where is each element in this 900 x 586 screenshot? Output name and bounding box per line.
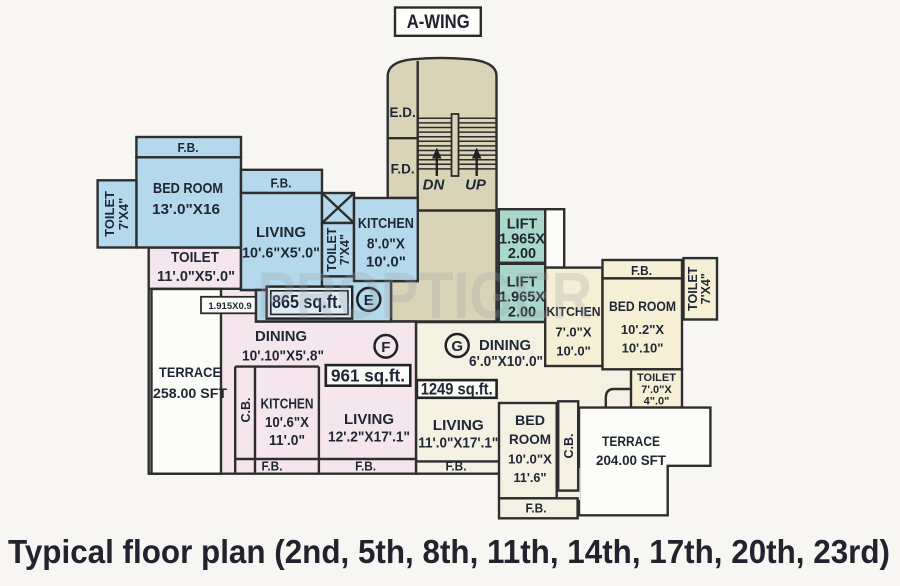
svg-text:TOILET: TOILET bbox=[325, 227, 339, 272]
svg-text:11'.6": 11'.6" bbox=[514, 470, 547, 485]
svg-text:TERRACE: TERRACE bbox=[159, 364, 221, 380]
svg-text:6'.0"X10'.0": 6'.0"X10'.0" bbox=[469, 354, 543, 370]
svg-text:LIFT: LIFT bbox=[507, 275, 538, 291]
svg-text:KITCHEN: KITCHEN bbox=[358, 216, 414, 232]
svg-text:4".0": 4".0" bbox=[644, 396, 670, 408]
svg-text:E.D.: E.D. bbox=[389, 105, 415, 120]
svg-text:F.B.: F.B. bbox=[526, 501, 547, 516]
svg-text:F.B.: F.B. bbox=[631, 263, 652, 278]
svg-text:TOILET: TOILET bbox=[637, 372, 676, 384]
svg-text:TOILET: TOILET bbox=[102, 191, 117, 237]
svg-text:11'.0"X5'.0": 11'.0"X5'.0" bbox=[157, 269, 235, 285]
svg-text:PROPTIGER: PROPTIGER bbox=[258, 258, 593, 332]
svg-text:204.00 SFT: 204.00 SFT bbox=[596, 453, 667, 468]
svg-text:BED ROOM: BED ROOM bbox=[153, 180, 223, 197]
svg-text:10'.0": 10'.0" bbox=[366, 255, 406, 271]
svg-text:LIVING: LIVING bbox=[344, 411, 394, 428]
svg-text:TOILET: TOILET bbox=[171, 250, 219, 266]
svg-text:10'.0": 10'.0" bbox=[556, 344, 591, 359]
svg-text:LIVING: LIVING bbox=[256, 224, 306, 241]
svg-text:8'.0"X: 8'.0"X bbox=[367, 237, 405, 253]
svg-text:865 sq.ft.: 865 sq.ft. bbox=[272, 292, 342, 312]
svg-text:KITCHEN: KITCHEN bbox=[547, 305, 601, 319]
svg-text:DN: DN bbox=[423, 177, 446, 194]
svg-text:F.B.: F.B. bbox=[271, 176, 292, 191]
svg-text:258.00 SFT: 258.00 SFT bbox=[153, 386, 228, 401]
svg-text:7'.0"X: 7'.0"X bbox=[556, 325, 592, 340]
svg-text:10'.10": 10'.10" bbox=[622, 341, 664, 356]
svg-text:DINING: DINING bbox=[255, 328, 307, 345]
svg-text:10'.6"X5'.0": 10'.6"X5'.0" bbox=[242, 246, 320, 262]
svg-text:11'.0": 11'.0" bbox=[269, 433, 305, 449]
svg-text:C.B.: C.B. bbox=[239, 398, 253, 423]
svg-text:F: F bbox=[381, 339, 390, 356]
svg-text:F.D.: F.D. bbox=[391, 162, 415, 177]
svg-text:1.915X0.9: 1.915X0.9 bbox=[208, 301, 251, 312]
svg-text:G: G bbox=[451, 338, 463, 355]
svg-text:LIFT: LIFT bbox=[507, 217, 538, 233]
svg-text:10'.10"X5'.8": 10'.10"X5'.8" bbox=[242, 349, 324, 365]
svg-text:7'X4": 7'X4" bbox=[116, 198, 131, 230]
svg-text:1.965X: 1.965X bbox=[499, 232, 545, 248]
svg-text:2.00: 2.00 bbox=[508, 246, 536, 262]
svg-text:10'.2"X: 10'.2"X bbox=[621, 322, 665, 337]
svg-text:7'.0"X: 7'.0"X bbox=[641, 384, 672, 396]
svg-text:ROOM: ROOM bbox=[509, 432, 551, 447]
svg-text:7'X4": 7'X4" bbox=[338, 234, 352, 265]
svg-text:E: E bbox=[364, 292, 374, 309]
svg-text:11'.0"X17'.1": 11'.0"X17'.1" bbox=[418, 436, 498, 452]
svg-text:2.00: 2.00 bbox=[508, 305, 536, 321]
svg-text:KITCHEN: KITCHEN bbox=[261, 397, 314, 413]
svg-text:10'.6"X: 10'.6"X bbox=[265, 415, 309, 431]
svg-text:F.B.: F.B. bbox=[446, 459, 467, 474]
svg-text:TOILET: TOILET bbox=[686, 266, 700, 311]
svg-text:961 sq.ft.: 961 sq.ft. bbox=[331, 366, 405, 386]
svg-text:F.B.: F.B. bbox=[262, 459, 283, 474]
svg-text:Typical floor plan (2nd, 5th,: Typical floor plan (2nd, 5th, 8th, 11th,… bbox=[8, 533, 890, 570]
svg-text:C.B.: C.B. bbox=[562, 434, 576, 459]
svg-text:F.B.: F.B. bbox=[355, 459, 376, 474]
svg-text:1249 sq.ft.: 1249 sq.ft. bbox=[421, 381, 493, 399]
svg-text:UP: UP bbox=[465, 177, 487, 194]
svg-text:BED ROOM: BED ROOM bbox=[609, 299, 676, 314]
svg-text:F.B.: F.B. bbox=[178, 140, 199, 155]
svg-text:TERRACE: TERRACE bbox=[602, 434, 660, 449]
svg-text:A-WING: A-WING bbox=[407, 12, 470, 33]
svg-text:LIVING: LIVING bbox=[433, 417, 484, 434]
svg-text:7'X4": 7'X4" bbox=[699, 273, 713, 304]
svg-text:12'.2"X17'.1": 12'.2"X17'.1" bbox=[328, 430, 410, 446]
svg-text:BED: BED bbox=[515, 413, 545, 428]
svg-text:13'.0"X16: 13'.0"X16 bbox=[152, 202, 220, 218]
svg-text:DINING: DINING bbox=[479, 337, 531, 354]
svg-text:10'.0"X: 10'.0"X bbox=[508, 452, 552, 467]
svg-text:1.965X: 1.965X bbox=[499, 290, 545, 306]
